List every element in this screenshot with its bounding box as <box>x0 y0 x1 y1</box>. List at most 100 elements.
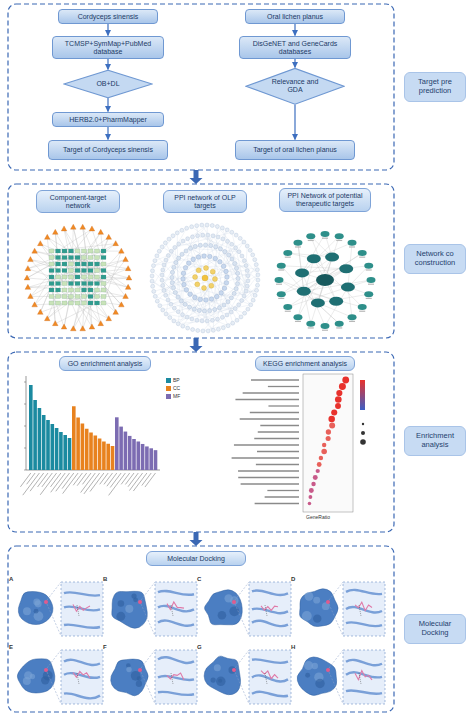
node-label-mark <box>285 257 291 258</box>
protein-node <box>219 291 224 296</box>
target-node <box>88 288 93 292</box>
protein-node <box>175 231 179 235</box>
component-node <box>44 316 50 321</box>
network-edge <box>304 291 339 324</box>
panel-letter: H <box>291 644 295 650</box>
protein-node <box>191 257 196 262</box>
tick-label-mark <box>107 473 117 486</box>
protein-node <box>208 254 213 259</box>
flow-connector <box>294 105 295 140</box>
component-node <box>28 293 34 298</box>
hydrogen-bond <box>359 605 361 616</box>
term-label-mark <box>268 386 299 387</box>
target-node <box>95 275 100 279</box>
surface-patch <box>137 676 142 681</box>
network-edge <box>58 229 92 251</box>
target-node <box>69 269 74 273</box>
network-edge <box>162 280 213 330</box>
target-node <box>49 282 54 286</box>
ligand <box>261 606 278 611</box>
legend-swatch <box>166 394 171 399</box>
protein-node <box>205 319 209 323</box>
protein-node <box>181 277 186 282</box>
surface-patch <box>126 667 131 672</box>
zoom-line <box>235 582 249 600</box>
zoom-line <box>47 672 61 704</box>
node-label-mark <box>366 298 372 299</box>
stage-label: Enrichment analysis <box>404 426 466 456</box>
panel-letter: G <box>197 644 202 650</box>
panel-letter: B <box>103 576 107 582</box>
flow-arrow <box>190 338 203 352</box>
surface-patch <box>313 614 321 622</box>
protein-node <box>230 230 234 234</box>
flow-arrow <box>190 170 203 184</box>
target-node <box>82 269 87 273</box>
node-text: PPI Network of potential therapeutic tar… <box>284 192 366 208</box>
zoom-line <box>235 604 249 636</box>
protein-node <box>249 303 253 307</box>
protein-node <box>236 271 240 275</box>
axis-tick <box>24 470 26 471</box>
target-node <box>88 262 93 266</box>
target-node <box>62 256 67 260</box>
protein-node <box>173 245 177 249</box>
network-edge <box>304 253 362 291</box>
node-label-mark <box>359 257 365 258</box>
network-edge <box>194 279 215 309</box>
term-label-mark <box>240 418 299 419</box>
network-edge <box>311 236 336 301</box>
hub-node <box>329 297 343 306</box>
network-edge <box>78 232 101 270</box>
protein-node <box>164 258 168 262</box>
target-node <box>56 256 61 260</box>
term-label-mark <box>257 451 299 452</box>
target-node <box>88 249 93 253</box>
network-edge <box>58 264 109 319</box>
surface-patch <box>34 609 39 614</box>
protein-node <box>245 244 249 248</box>
section-title: PPI Network of potential therapeutic tar… <box>279 188 371 212</box>
target-node <box>293 240 302 246</box>
tick-label-mark <box>42 473 52 487</box>
target-node <box>82 282 87 286</box>
panel-letter: C <box>197 576 201 582</box>
node-label-mark <box>276 284 282 285</box>
node-text: Molecular Docking <box>167 555 225 563</box>
term-label-mark <box>267 490 299 491</box>
target-node <box>82 249 87 253</box>
network-edge <box>166 290 256 314</box>
protein-node <box>240 254 244 258</box>
network-edge <box>217 226 258 274</box>
network-edge <box>213 236 246 291</box>
process-box: DisGeNET and GeneCards databases <box>239 36 351 59</box>
protein-node <box>239 315 243 319</box>
ligand-site <box>44 668 48 672</box>
bar <box>145 446 149 470</box>
target-node <box>95 301 100 305</box>
protein-ribbon <box>158 676 194 680</box>
target-node <box>306 233 315 239</box>
protein-node <box>214 294 219 299</box>
size-key <box>362 423 364 425</box>
network-edge <box>47 237 71 264</box>
protein-node <box>203 243 207 247</box>
node-label-mark <box>278 269 284 270</box>
zoom-box <box>155 650 197 704</box>
term-label-mark <box>238 477 299 478</box>
protein-ribbon <box>64 592 100 596</box>
node-text: KEGG enrichment analysis <box>263 360 347 368</box>
stage-label: Molecular Docking <box>404 614 466 644</box>
legend-swatch <box>166 378 171 383</box>
protein-node <box>246 279 250 283</box>
surface-patch <box>131 593 136 598</box>
surface-patch <box>313 597 320 604</box>
target-node <box>49 269 54 273</box>
target-node <box>348 240 357 246</box>
network-edge <box>27 264 52 278</box>
protein-node <box>217 306 221 310</box>
surface-patch <box>315 679 324 688</box>
bar <box>132 439 136 470</box>
target-node <box>101 262 106 266</box>
protein-node <box>177 242 181 246</box>
